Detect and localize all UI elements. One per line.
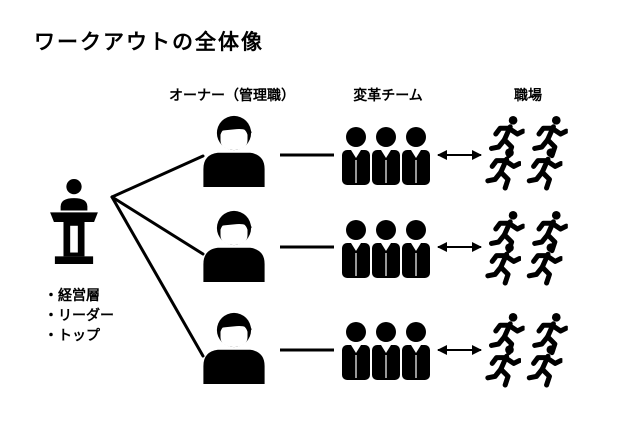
manager-person-icon <box>203 210 265 282</box>
manager-person-icon <box>203 115 265 187</box>
leader-role-item: リーダー <box>44 306 114 326</box>
business-team-icon <box>341 126 431 185</box>
running-people-icon <box>488 116 566 188</box>
manager-person-icon <box>203 312 265 384</box>
page-title: ワークアウトの全体像 <box>34 30 264 54</box>
running-people-icon <box>488 313 566 385</box>
leader-role-list: 経営層 リーダー トップ <box>44 286 114 346</box>
owner-header: オーナー（管理職） <box>169 88 295 104</box>
running-people-icon <box>488 211 566 283</box>
business-team-icon <box>341 321 431 380</box>
workplace-header: 職場 <box>514 88 542 104</box>
connector-line <box>110 195 205 256</box>
leader-role-item: 経営層 <box>44 286 114 306</box>
connector-lines <box>110 154 205 358</box>
connector-line <box>110 195 205 358</box>
leader-role-item: トップ <box>44 326 114 346</box>
business-team-icon <box>341 219 431 278</box>
team-header: 変革チーム <box>353 88 423 104</box>
connector-line <box>110 154 205 199</box>
podium-speaker-icon <box>50 178 98 264</box>
